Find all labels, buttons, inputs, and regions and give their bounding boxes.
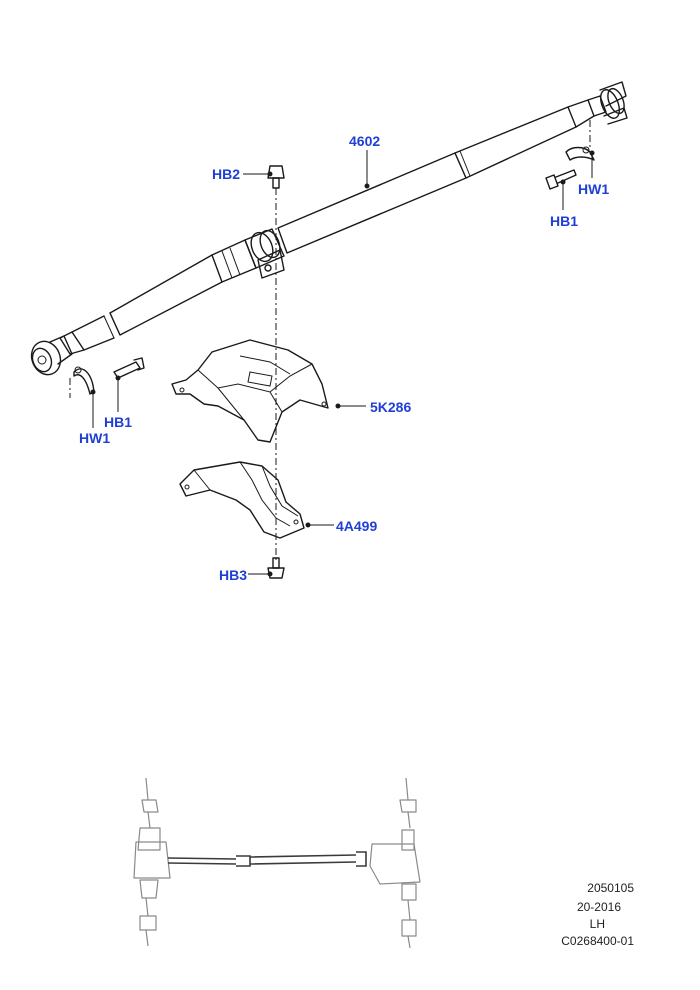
footer-side: LH <box>590 917 605 931</box>
driveline-locator-thumbnail <box>133 777 421 949</box>
callout-shaft: 4602 <box>349 133 380 149</box>
bolt-hb1-left <box>113 357 145 379</box>
bolt-hb1-right <box>545 169 577 190</box>
callout-bolt-top: HB2 <box>212 166 240 182</box>
callout-washer-right: HW1 <box>578 181 609 197</box>
footer-year-range: 20-2016 <box>577 900 621 914</box>
callout-bolt-bottom: HB3 <box>219 567 247 583</box>
footer-code: 2050105 <box>587 881 634 895</box>
propeller-shaft <box>30 81 628 376</box>
bolt-hb2 <box>267 165 285 189</box>
support-bracket <box>179 461 305 539</box>
callout-washer-left: HW1 <box>79 430 110 446</box>
callout-bolt-right: HB1 <box>550 213 578 229</box>
heat-shield <box>171 339 329 443</box>
callout-bracket: 4A499 <box>336 518 377 534</box>
washer-hw1-left <box>73 366 95 395</box>
washer-hw1-right <box>565 146 595 161</box>
footer-illustration-id: C0268400-01 <box>561 934 634 948</box>
callout-bolt-left: HB1 <box>104 414 132 430</box>
callout-heat-shield: 5K286 <box>370 399 411 415</box>
